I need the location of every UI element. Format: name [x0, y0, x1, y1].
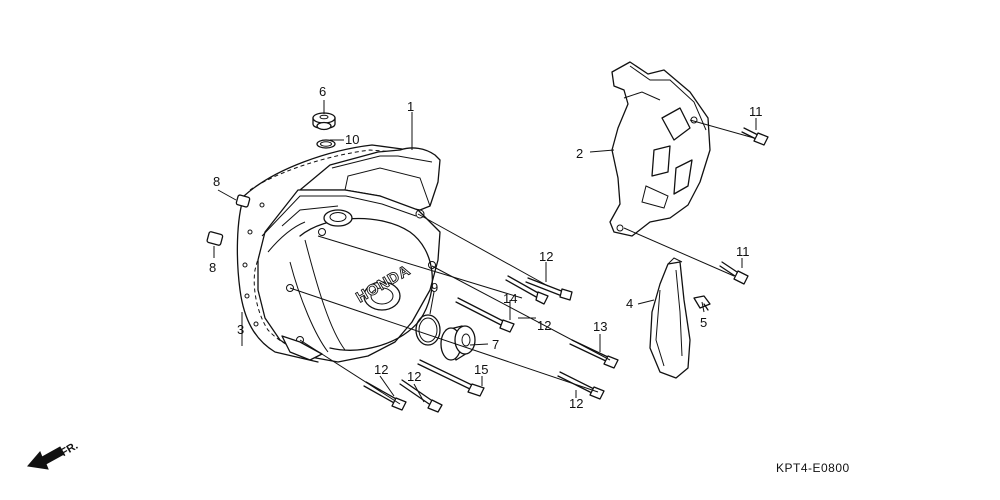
callout-2: 2: [576, 146, 583, 161]
part-3-gasket: [236, 144, 403, 363]
callout-1: 1: [407, 99, 414, 114]
part-1-left-crankcase-cover: [257, 147, 441, 363]
part-13-bolt: [569, 339, 619, 369]
part-6-oil-filler-cap: [312, 112, 336, 131]
callout-6: 6: [319, 84, 326, 99]
part-12-bolt-b: [505, 275, 549, 305]
callout-10: 10: [345, 132, 359, 147]
part-14-bolt: [455, 297, 515, 333]
callout-13: 13: [593, 319, 607, 334]
part-8-dowel-pin-lower: [206, 231, 224, 246]
callout-11-lower: 11: [736, 244, 750, 259]
front-direction-label: FR.: [59, 440, 80, 459]
callout-15: 15: [474, 362, 488, 377]
part-8-dowel-pin-upper: [235, 194, 251, 208]
callout-5: 5: [700, 315, 707, 330]
callout-12-d: 12: [374, 362, 388, 377]
callout-14: 14: [503, 291, 517, 306]
part-11-bolt-upper: [741, 127, 769, 146]
part-12-bolt-a: [525, 277, 573, 301]
callout-7: 7: [492, 337, 499, 352]
diagram-code: KPT4-E0800: [776, 461, 850, 475]
callout-12-e: 12: [407, 369, 421, 384]
callout-8-lower: 8: [209, 260, 216, 275]
callout-8-upper: 8: [213, 174, 220, 189]
part-7-hole-cap: [440, 325, 476, 361]
part-4-guard-plate: [649, 257, 691, 379]
part-11-bolt-lower: [719, 261, 749, 285]
part-12-bolt-d: [399, 379, 443, 413]
front-direction-arrow-icon: [27, 446, 65, 470]
callout-12-c: 12: [569, 396, 583, 411]
part-9-o-ring: [415, 314, 441, 346]
callout-12-a: 12: [539, 249, 553, 264]
callout-9: 9: [431, 280, 438, 295]
callout-12-b: 12: [537, 318, 551, 333]
callout-11-upper: 11: [749, 104, 763, 119]
part-12-bolt-e: [363, 381, 407, 411]
part-12-bolt-c: [557, 371, 605, 400]
part-2-sprocket-cover: [609, 61, 711, 237]
callout-3: 3: [237, 322, 244, 337]
callout-4: 4: [626, 296, 633, 311]
part-15-bolt: [417, 359, 485, 397]
part-10-o-ring: [316, 139, 336, 149]
